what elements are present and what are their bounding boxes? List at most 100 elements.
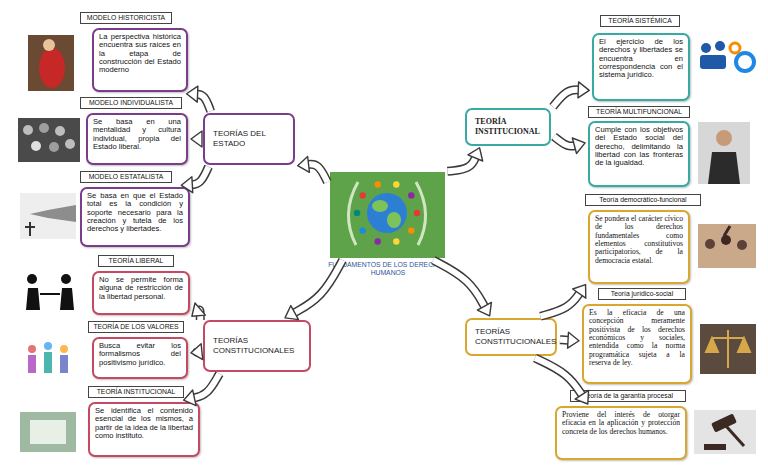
crowd-head [39, 123, 49, 133]
arrow-outline [199, 310, 201, 320]
emblem-background [330, 172, 445, 258]
arrow-outline [196, 94, 211, 111]
arrow-outline [553, 90, 580, 107]
theory-card: TEORÍA MULTIFUNCIONALCumple con los obje… [588, 106, 690, 187]
central-title: FUNDAMENTOS DE LOS DERECHOS HUMANOS [328, 261, 448, 278]
scales-picture [700, 324, 756, 374]
description-box: Cumple con los objetivos del Estado soci… [588, 121, 690, 187]
person-dot [393, 181, 399, 187]
figure-head [44, 342, 52, 350]
category-label: TEORÍAS CONSTITUCIONALES [475, 327, 556, 346]
description-box: Se basa en una mentalidad y cultura indi… [86, 113, 188, 165]
block-arrow [540, 285, 585, 317]
arrow-fill [433, 260, 485, 308]
arrow-outline [190, 167, 208, 185]
arrow-head [298, 156, 310, 172]
arrow-fill [192, 374, 219, 399]
block-arrow [298, 156, 328, 182]
block-arrow [191, 344, 203, 360]
heading-label: Teoría jurídico-social [598, 288, 686, 300]
chain-link [40, 293, 60, 295]
arrow-outline [192, 374, 219, 399]
category-box: TEORÍA INSTITUCIONAL [465, 108, 551, 146]
description-box: La perspectiva histórica encuentra sus r… [92, 28, 188, 92]
block-arrow [187, 86, 211, 111]
description-box: Se basa en que el Estado total es la con… [80, 187, 190, 247]
arrow-outline [540, 292, 580, 316]
arrow-head [572, 138, 585, 153]
central-emblem: FUNDAMENTOS DE LOS DERECHOS HUMANOS [328, 172, 448, 278]
arrow-head [468, 148, 483, 161]
person-dot [354, 210, 360, 216]
silhouette-body [60, 288, 74, 310]
businessman-picture [698, 122, 750, 184]
scales-symbol [706, 330, 750, 368]
block-arrow [560, 332, 579, 348]
arrow-outline [197, 135, 200, 144]
gavel-block [704, 444, 726, 450]
crowd-head [23, 125, 33, 135]
block-arrow [433, 260, 491, 316]
heading-label: Teoría de la garantía procesal [570, 390, 686, 402]
block-arrow [447, 148, 482, 171]
description-box: Es la eficacia de una concepción meramen… [582, 304, 692, 384]
category-label: TEORÍAS DEL ESTADO [213, 129, 285, 148]
silhouette-body [26, 288, 40, 310]
block-arrow [191, 131, 202, 147]
arrow-head [181, 177, 192, 193]
description-box: Se identifica el contenido esencial de l… [88, 402, 200, 457]
theory-card: Teoría de la garantía procesalProviene d… [555, 390, 687, 460]
gear-symbol [736, 53, 754, 71]
heading-label: TEORÍA INSTITUCIONAL [88, 386, 184, 398]
people-head [715, 41, 725, 51]
crowd-head [721, 235, 731, 245]
heading-label: TEORÍA SISTÉMICA [600, 15, 680, 27]
figure-head [60, 345, 68, 353]
arrow-fill [196, 94, 211, 111]
block-arrow [184, 374, 220, 406]
arrow-head [578, 82, 589, 98]
gear-symbol [730, 43, 740, 53]
silhouette-head [61, 274, 71, 284]
heading-label: TEORÍA LIBERAL [98, 255, 174, 267]
person-dot [408, 227, 414, 233]
liberal-picture [20, 270, 78, 312]
arrow-outline [197, 347, 200, 356]
category-label: TEORÍA INSTITUCIONAL [475, 117, 541, 136]
arrow-head [191, 131, 202, 147]
pointing-hand [30, 205, 76, 222]
arrow-head [575, 390, 588, 404]
heading-label: TEORÍA DE LOS VALORES [88, 321, 184, 333]
description-box: Se pondera el carácter cívico de los der… [588, 210, 690, 284]
crowd-head [49, 142, 59, 152]
theory-card: TEORÍA SISTÉMICAEl ejercicio de los dere… [592, 15, 690, 101]
block-arrow [285, 260, 343, 319]
arrow-fill [190, 167, 208, 185]
figure-body [44, 352, 52, 373]
arrow-fill [197, 136, 200, 142]
arrow-fill [307, 164, 328, 182]
theory-card: MODELO ESTATALISTASe basa en que el Esta… [80, 171, 190, 247]
theory-card: Teoría democrático-funcionalSe pondera e… [585, 194, 701, 284]
arrow-head [184, 390, 196, 406]
description-box: No se permite forma alguna de restricció… [92, 271, 190, 315]
arrow-fill [553, 90, 580, 107]
description-box: Proviene del interés de otorgar eficacia… [555, 406, 687, 460]
block-arrow [554, 136, 585, 153]
crowd-head [31, 141, 41, 151]
gavel-picture [694, 410, 756, 454]
category-box: TEORÍAS CONSTITUCIONALES [465, 318, 557, 356]
crowd-head [65, 139, 75, 149]
person-dot [414, 210, 420, 216]
person-dot [375, 181, 381, 187]
gavel-head [711, 413, 737, 432]
globe-land [387, 212, 401, 228]
block-arrow [181, 167, 208, 193]
gavel-handle [726, 426, 744, 446]
description-box: Busca evitar los formalismos del positiv… [92, 337, 188, 379]
arrow-outline [433, 260, 485, 308]
painting-face [43, 39, 55, 51]
figure-body [60, 355, 68, 373]
crowd-photo [698, 224, 756, 268]
